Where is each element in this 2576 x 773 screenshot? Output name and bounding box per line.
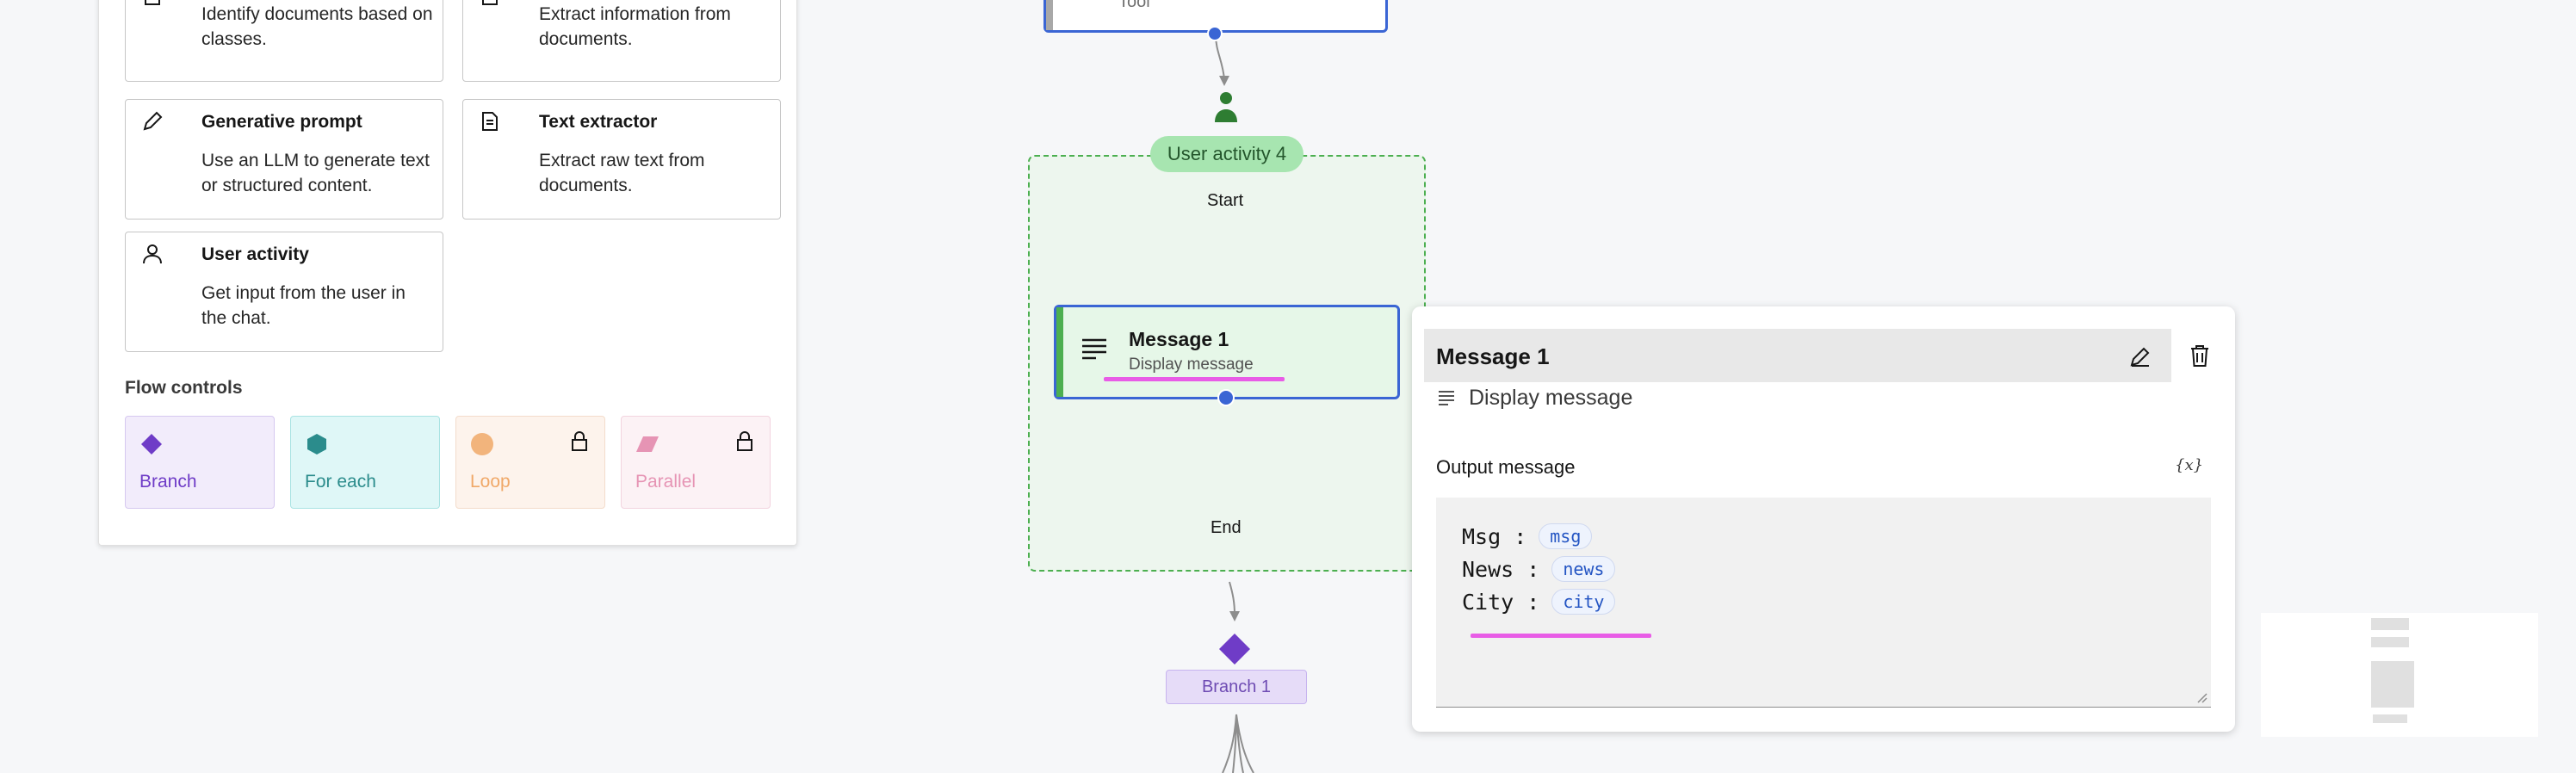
start-label: Start — [1207, 191, 1244, 210]
palette-card-desc: Get input from the user in the chat. — [201, 283, 406, 328]
line-key: City : — [1462, 590, 1540, 615]
palette-card-title: Generative prompt — [201, 112, 362, 132]
text-lines-icon — [1082, 338, 1106, 360]
palette-card-generative-prompt[interactable]: Generative prompt Use an LLM to generate… — [125, 99, 443, 220]
tool-node-stripe — [1046, 0, 1053, 30]
user-icon — [143, 244, 162, 264]
trash-icon[interactable] — [2187, 343, 2213, 368]
message-node-stripe — [1056, 307, 1063, 397]
document-icon — [145, 0, 160, 5]
extract-icon — [482, 0, 498, 5]
editor-line: News : news — [1462, 556, 1616, 582]
diamond-icon — [141, 434, 162, 455]
properties-title: Message 1 — [1436, 343, 1550, 369]
flow-control-label: Branch — [139, 472, 197, 492]
text-document-icon — [482, 112, 498, 131]
message-node-subtitle: Display message — [1129, 356, 1254, 374]
output-message-label: Output message — [1436, 456, 1576, 478]
lock-icon — [572, 431, 587, 451]
message-type-label: Display message — [1469, 386, 1633, 410]
palette-card-desc: Identify documents based on classes. — [201, 4, 433, 49]
minimap-node — [2371, 661, 2414, 708]
message-node[interactable]: Message 1 Display message — [1054, 305, 1400, 399]
highlight-underline — [1471, 634, 1651, 638]
minimap-node — [2373, 714, 2407, 723]
node-palette-panel: Identify documents based on classes. Ext… — [98, 0, 797, 546]
palette-card-text-extractor[interactable]: Text extractor Extract raw text from doc… — [462, 99, 781, 220]
branch-diamond-icon[interactable] — [1217, 632, 1252, 666]
line-key: News : — [1462, 557, 1540, 582]
palette-card-desc: Extract raw text from documents. — [539, 151, 705, 195]
properties-header: Message 1 — [1424, 329, 2171, 382]
user-activity-label[interactable]: User activity 4 — [1150, 136, 1303, 172]
palette-card-user-activity[interactable]: User activity Get input from the user in… — [125, 232, 443, 352]
message-node-title: Message 1 — [1129, 328, 1229, 350]
palette-card-classifier[interactable]: Identify documents based on classes. — [125, 0, 443, 82]
editor-line: City : city — [1462, 589, 1616, 615]
message-node-output-port[interactable] — [1217, 389, 1235, 406]
palette-card-desc: Extract information from documents. — [539, 4, 731, 49]
flow-control-for-each[interactable]: For each — [290, 416, 440, 509]
highlight-underline — [1104, 377, 1285, 381]
minimap-node — [2371, 637, 2409, 647]
flow-controls-title: Flow controls — [125, 378, 243, 398]
flow-control-parallel[interactable]: Parallel — [621, 416, 771, 509]
editor-line: Msg : msg — [1462, 523, 1593, 549]
variable-chip[interactable]: city — [1551, 589, 1616, 615]
minimap-node — [2371, 618, 2409, 630]
flow-control-label: Parallel — [635, 472, 697, 492]
palette-card-extractor[interactable]: Extract information from documents. — [462, 0, 781, 82]
flow-control-loop[interactable]: Loop — [455, 416, 605, 509]
hexagon-icon — [307, 434, 326, 455]
tool-node-output-port[interactable] — [1207, 26, 1223, 41]
pencil-icon — [143, 111, 163, 131]
tool-node-subtitle: Tool — [1118, 0, 1150, 11]
lock-icon — [737, 431, 752, 451]
line-key: Msg : — [1462, 524, 1527, 549]
text-lines-icon — [1439, 391, 1454, 405]
parallelogram-icon — [636, 436, 659, 452]
palette-card-title: Text extractor — [539, 112, 658, 132]
edit-icon[interactable] — [2128, 344, 2152, 368]
circle-icon — [471, 433, 493, 455]
palette-card-title: User activity — [201, 244, 309, 264]
branch-node-label[interactable]: Branch 1 — [1166, 670, 1307, 704]
variable-chip[interactable]: msg — [1539, 523, 1593, 549]
flow-control-label: Loop — [470, 472, 511, 492]
output-message-editor[interactable]: Msg : msg News : news City : city — [1436, 498, 2211, 708]
flow-control-label: For each — [305, 472, 376, 492]
minimap[interactable] — [2261, 613, 2538, 737]
variable-chip[interactable]: news — [1551, 556, 1616, 582]
palette-card-desc: Use an LLM to generate text or structure… — [201, 151, 430, 195]
resize-handle-icon[interactable] — [2195, 691, 2208, 703]
insert-variable-icon[interactable]: {x} — [2175, 456, 2204, 474]
properties-panel: Message 1 Display message Output message… — [1412, 306, 2235, 732]
flow-control-branch[interactable]: Branch — [125, 416, 275, 509]
user-activity-person-icon — [1215, 92, 1237, 122]
end-label: End — [1211, 518, 1242, 537]
